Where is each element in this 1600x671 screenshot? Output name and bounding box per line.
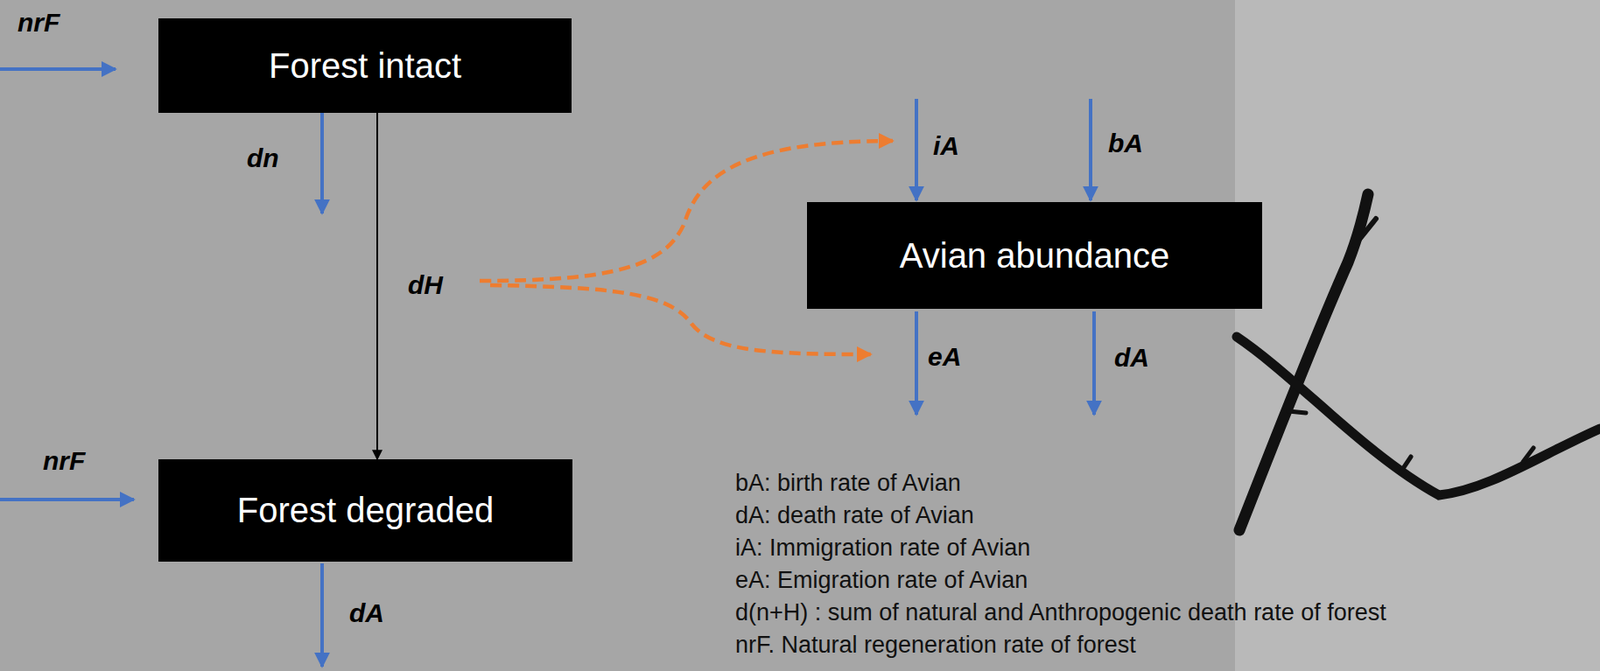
outflow-arrow xyxy=(320,110,324,214)
inflow-arrow xyxy=(914,98,919,201)
flow-label: bA xyxy=(1108,128,1144,159)
flow-label: dA xyxy=(349,598,385,629)
outflow-arrow xyxy=(320,563,324,667)
flow-label: nrF xyxy=(17,7,60,38)
definition-note: d(n+H) : sum of natural and Anthropogeni… xyxy=(735,599,1387,627)
definition-note: iA: Immigration rate of Avian xyxy=(735,534,1031,562)
flow-label: dH xyxy=(407,270,443,301)
photo-ground xyxy=(1235,0,1600,671)
flow-arrows xyxy=(0,69,1095,667)
flow-label: nrF xyxy=(42,446,85,477)
stock-box: Avian abundance xyxy=(807,202,1263,309)
inflow-arrow xyxy=(0,67,116,71)
box-title: Forest intact xyxy=(268,46,462,86)
flow-label: dA xyxy=(1114,343,1150,373)
stock-box: Forest intact xyxy=(158,18,572,113)
flow-label: dn xyxy=(246,143,280,174)
definition-note: dA: death rate of Avian xyxy=(735,502,975,530)
branch-photo xyxy=(1236,194,1600,531)
definition-note: bA: birth rate of Avian xyxy=(735,470,962,498)
box-title: Forest degraded xyxy=(237,491,495,531)
definition-note: eA: Emigration rate of Avian xyxy=(735,567,1028,595)
flow-label: iA xyxy=(933,131,960,162)
box-title: Avian abundance xyxy=(899,236,1170,276)
outflow-arrow xyxy=(1092,311,1096,415)
definition-note: nrF. Natural regeneration rate of forest xyxy=(735,631,1137,660)
outflow-arrow xyxy=(914,311,919,415)
flow-label: eA xyxy=(927,342,962,372)
inflow-arrow xyxy=(1088,98,1093,201)
inflow-arrow xyxy=(0,498,134,502)
stock-box: Forest degraded xyxy=(158,459,573,562)
flow-connector xyxy=(376,112,379,460)
